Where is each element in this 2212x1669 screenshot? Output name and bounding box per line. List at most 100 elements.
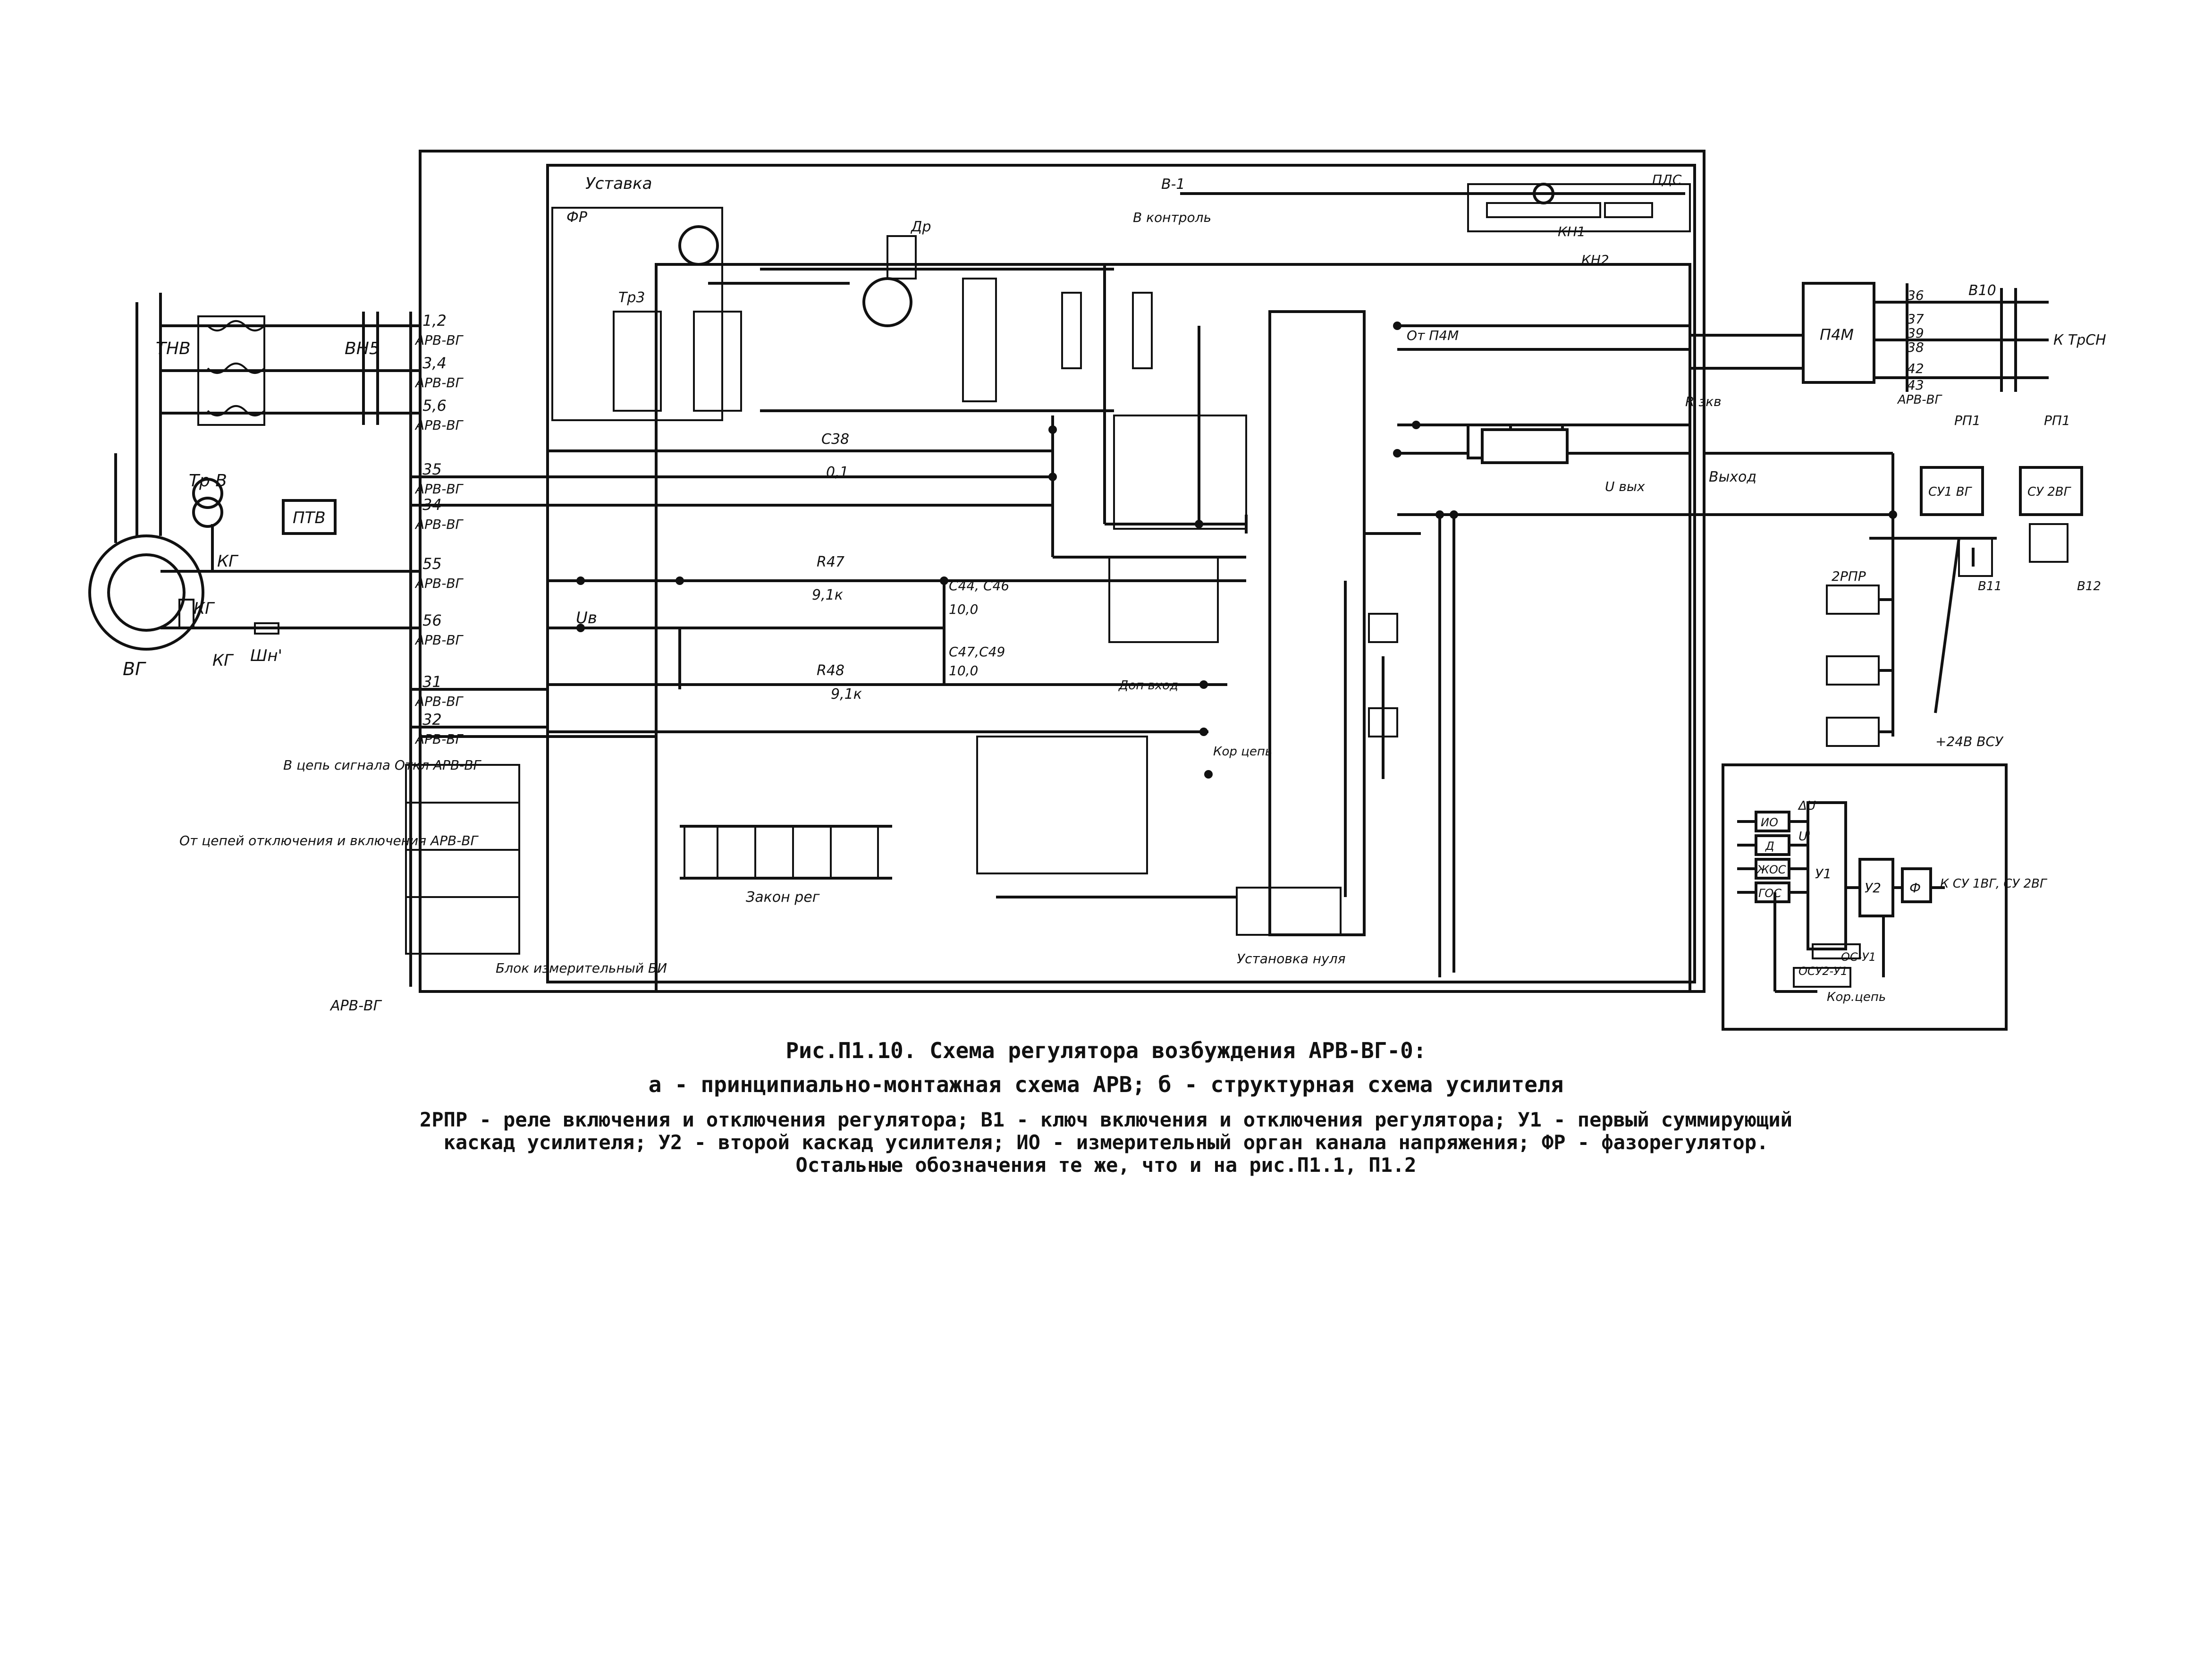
label-dr: Др <box>910 219 931 235</box>
u1-block <box>1807 801 1847 950</box>
label-kg: КГ <box>217 552 239 571</box>
terminal-tag-7: АРВ-ВГ <box>414 632 464 648</box>
structure-frame <box>1722 763 2008 1031</box>
label-v-control: В контроль <box>1133 210 1211 225</box>
terminal-tag-8: АРВ-ВГ <box>414 694 464 709</box>
right-terminal-36: 36 <box>1907 288 1924 303</box>
label-v10: В10 <box>1968 282 1996 299</box>
su-blocks <box>1826 453 2083 747</box>
label-u-prime: U' <box>1798 830 1811 844</box>
label-r47v: 9,1к <box>812 587 843 603</box>
label-vyhod: Выход <box>1709 469 1756 485</box>
terminal-tag-4: АРВ-ВГ <box>414 481 464 497</box>
ptv-box <box>282 499 337 535</box>
right-terminal-39: 39 <box>1907 325 1924 341</box>
label-ot-cepei: От цепей отключения и включения АРВ-ВГ <box>179 833 479 848</box>
amplifier-column <box>976 310 1569 936</box>
right-terminal-37: 37 <box>1907 311 1924 327</box>
label-u-vyh: U вых <box>1605 479 1645 494</box>
block-u2: У2 <box>1865 880 1881 896</box>
terminal-strip <box>405 312 548 987</box>
terminal-3-4: 3,4 <box>422 354 447 372</box>
terminal-5-6: 5,6 <box>422 397 447 415</box>
label-c38: С38 <box>821 431 849 448</box>
su2-box <box>2019 466 2083 516</box>
label-du: ΔU <box>1798 799 1816 813</box>
block-d: Д <box>1765 839 1774 853</box>
label-r-zkv: R зкв <box>1685 394 1722 409</box>
top-right-switch <box>1180 183 1691 232</box>
su1-box <box>1920 466 1984 516</box>
terminal-56: 56 <box>422 611 442 629</box>
right-terminal-43: 43 <box>1907 377 1924 393</box>
right-terminal-38: 38 <box>1907 339 1924 355</box>
terminal-1-2: 1,2 <box>422 312 447 330</box>
junctions <box>576 322 1897 779</box>
label-kn2: КН2 <box>1581 252 1609 268</box>
structure-labels: ИО Д ЖОС ГОС У1 У2 Ф ΔU U' ОС-У1 ОСУ2-У1… <box>1756 799 2048 1004</box>
label-structure-out: К СУ 1ВГ, СУ 2ВГ <box>1940 877 2048 891</box>
label-trv: Тр В <box>189 471 227 491</box>
label-c44: С44, С46 <box>949 578 1009 593</box>
trv-transformer <box>192 478 223 509</box>
relay-block <box>405 764 520 955</box>
caption-legend: 2РПР - реле включения и отключения регул… <box>0 1109 2212 1177</box>
label-dop-vhod: Доп вход <box>1118 678 1178 693</box>
label-ustavka: Уставка <box>585 174 652 193</box>
label-su2: СУ 2ВГ <box>2027 485 2072 499</box>
label-rp1a: РП1 <box>1954 413 1981 428</box>
label-tnv: ТНВ <box>156 339 191 358</box>
label-c38v: 0,1 <box>826 464 849 481</box>
label-ustanovka-nulya: Установка нуля <box>1237 951 1345 966</box>
terminal-34: 34 <box>422 496 442 514</box>
label-p4m: П4М <box>1820 326 1854 344</box>
label-tr3: Тр3 <box>618 289 645 306</box>
generator-symbol <box>88 534 204 651</box>
block-io: ИО <box>1761 816 1778 829</box>
label-r47: R47 <box>817 554 844 570</box>
label-fr: ФР <box>566 209 588 226</box>
terminal-tag-3: АРВ-ВГ <box>414 417 464 433</box>
label-v-signal: В цепь сигнала Откл АРВ-ВГ <box>283 757 481 773</box>
p4m-box <box>1802 282 1875 384</box>
f-block <box>1901 867 1932 903</box>
label-ot-p4m: От П4М <box>1407 328 1459 343</box>
generator-section <box>88 293 420 651</box>
label-os-u2: ОСУ2-У1 <box>1798 965 1848 978</box>
block-u1: У1 <box>1815 866 1832 881</box>
label-pds: ПДС <box>1652 172 1682 187</box>
caption-title: Рис.П1.10. Схема регулятора возбуждения … <box>785 1038 1427 1063</box>
block-gos: ГОС <box>1758 887 1781 900</box>
terminal-32: 32 <box>422 711 442 729</box>
block-f: Ф <box>1909 880 1921 896</box>
terminal-31: 31 <box>422 673 442 691</box>
terminal-tag-2: АРВ-ВГ <box>414 375 464 390</box>
label-kg3: КГ <box>212 651 234 670</box>
right-terminal-tag: АРВ-ВГ <box>1897 393 1943 407</box>
label-kn1: КН1 <box>1558 224 1586 239</box>
caption-legend-line-3: Остальные обозначения те же, что и на ри… <box>795 1153 1417 1177</box>
label-su1: СУ1 ВГ <box>1928 485 1973 499</box>
label-c44v: 10,0 <box>949 602 978 617</box>
label-c47v: 10,0 <box>949 663 978 678</box>
terminal-tag-6: АРВ-ВГ <box>414 576 464 591</box>
label-zakon-reg: Закон рег <box>746 889 820 906</box>
law-regulator <box>680 825 892 880</box>
caption-subtitle: а - принципиально-монтажная схема АРВ; б… <box>648 1072 1564 1097</box>
terminal-tag-1: АРВ-ВГ <box>414 332 464 348</box>
label-kor-cep-b: Кор.цепь <box>1827 990 1886 1004</box>
label-kg2: КГ <box>194 599 215 618</box>
label-arv-bottom: АРВ-ВГ <box>329 998 382 1014</box>
label-ktrsn: К ТрСН <box>2053 332 2106 348</box>
label-24v: +24В ВСУ <box>1935 734 2004 749</box>
label-ub: Uв <box>576 609 597 627</box>
labels: ТНВ ВН5 Тр В ПТВ КГ КГ КГ Шн' ВГ Уставка… <box>123 172 2106 1014</box>
p4m-section <box>1690 282 2049 392</box>
caption-legend-line-2: каскад усилителя; У2 - второй каскад уси… <box>443 1131 1769 1154</box>
terminal-labels: 1,2 3,4 5,6 35 34 55 56 31 32 АРВ-ВГ АРВ… <box>414 288 1943 747</box>
label-vg: ВГ <box>123 659 146 679</box>
components-row <box>862 235 1153 402</box>
label-vn5: ВН5 <box>345 339 380 358</box>
structure-diagram <box>1737 801 1945 993</box>
